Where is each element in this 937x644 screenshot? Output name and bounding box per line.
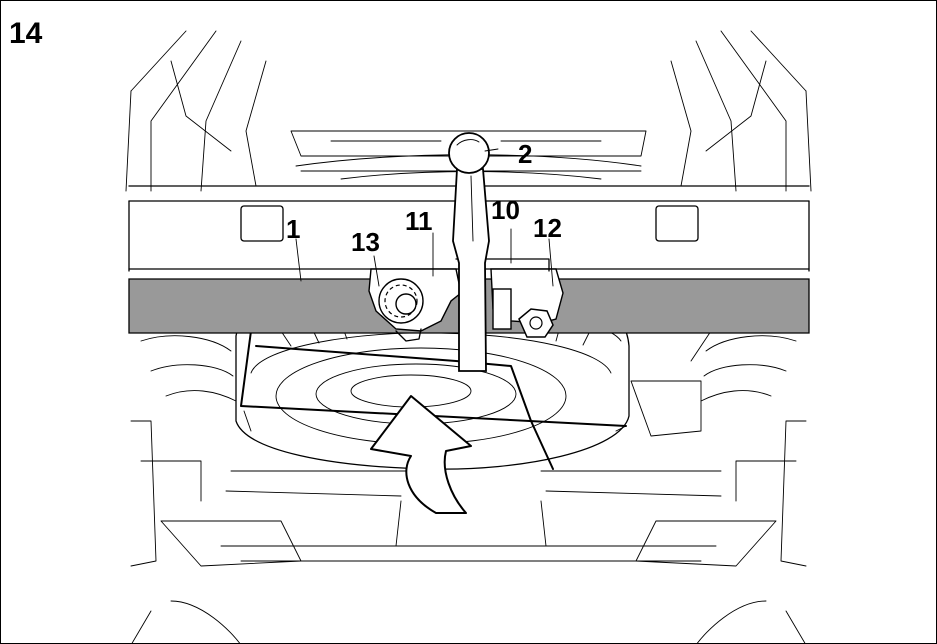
callout-13: 13 xyxy=(351,227,380,257)
mounting-brackets xyxy=(368,258,564,342)
lifting-rod xyxy=(448,132,490,372)
callout-10: 10 xyxy=(491,195,520,225)
lift-direction-arrow xyxy=(370,395,472,514)
callout-12: 12 xyxy=(533,213,562,243)
callout-1: 1 xyxy=(286,214,300,244)
callout-2: 2 xyxy=(518,139,532,169)
leader-lines xyxy=(295,148,554,287)
figure-number: 14 xyxy=(9,17,43,50)
callout-11: 11 xyxy=(405,206,433,236)
